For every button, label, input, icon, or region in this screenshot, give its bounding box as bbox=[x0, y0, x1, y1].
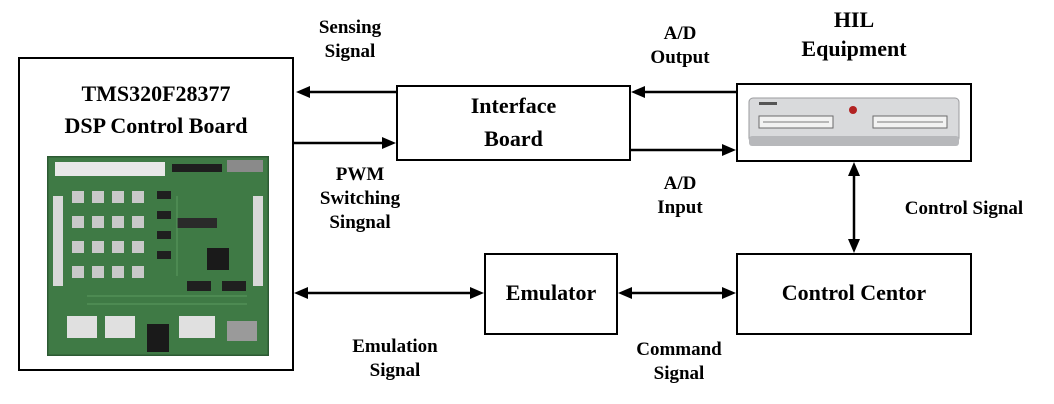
sensing-signal-label: Sensing Signal bbox=[290, 16, 410, 64]
control-signal-label: Control Signal bbox=[904, 198, 1024, 219]
emulation-signal-label: Emulation Signal bbox=[330, 335, 460, 383]
pwm-switching-signal-label: PWM Switching Singnal bbox=[290, 163, 430, 234]
arrowhead-command-right bbox=[722, 287, 736, 299]
ad-input-line1: A/D bbox=[663, 173, 697, 194]
command-signal-line1: Command bbox=[636, 339, 722, 360]
hil-title: HIL Equipment bbox=[736, 5, 972, 63]
ad-output-line2: Output bbox=[650, 46, 710, 68]
interface-board-title: Interface Board bbox=[396, 89, 631, 155]
hil-device-photo bbox=[748, 97, 960, 146]
arrowhead-sensing bbox=[296, 86, 310, 98]
dsp-board-title: TMS320F28377 DSP Control Board bbox=[18, 78, 294, 142]
arrowhead-control-down bbox=[848, 239, 860, 253]
ad-output-label: A/D Output bbox=[630, 22, 730, 70]
ad-input-line2: Input bbox=[657, 196, 703, 218]
pwm-signal-line1: PWM bbox=[335, 164, 385, 185]
command-signal-label: Command Signal bbox=[612, 338, 746, 386]
interface-board-line2: Board bbox=[484, 126, 543, 151]
emulator-box bbox=[484, 253, 618, 335]
control-center-box bbox=[736, 253, 972, 335]
emulation-signal-line1: Emulation bbox=[352, 336, 438, 357]
arrowhead-ad-input bbox=[722, 144, 736, 156]
arrowhead-command-left bbox=[618, 287, 632, 299]
dsp-pcb-photo bbox=[47, 156, 269, 356]
interface-board-box bbox=[396, 85, 631, 161]
command-signal-line2: Signal bbox=[653, 362, 705, 384]
sensing-signal-line2: Signal bbox=[324, 40, 376, 62]
interface-board-line1: Interface bbox=[470, 93, 557, 118]
arrowhead-control-up bbox=[848, 162, 860, 176]
hil-title-line2: Equipment bbox=[801, 36, 907, 61]
pwm-signal-line2: Switching bbox=[319, 187, 401, 209]
sensing-signal-line1: Sensing bbox=[318, 17, 382, 38]
arrowhead-emulation-left bbox=[294, 287, 308, 299]
ad-input-label: A/D Input bbox=[630, 172, 730, 220]
dsp-board-title-line1: TMS320F28377 bbox=[81, 81, 231, 106]
pwm-signal-line3: Singnal bbox=[329, 211, 391, 233]
ad-output-line1: A/D bbox=[663, 23, 697, 44]
arrowhead-pwm bbox=[382, 137, 396, 149]
arrowhead-emulation-right bbox=[470, 287, 484, 299]
emulation-signal-line2: Signal bbox=[369, 359, 421, 381]
hil-title-line1: HIL bbox=[833, 7, 875, 32]
dsp-board-title-line2: DSP Control Board bbox=[64, 113, 248, 138]
emulator-title: Emulator bbox=[505, 280, 597, 305]
arrowhead-ad-output bbox=[631, 86, 645, 98]
control-center-title: Control Centor bbox=[781, 280, 927, 305]
